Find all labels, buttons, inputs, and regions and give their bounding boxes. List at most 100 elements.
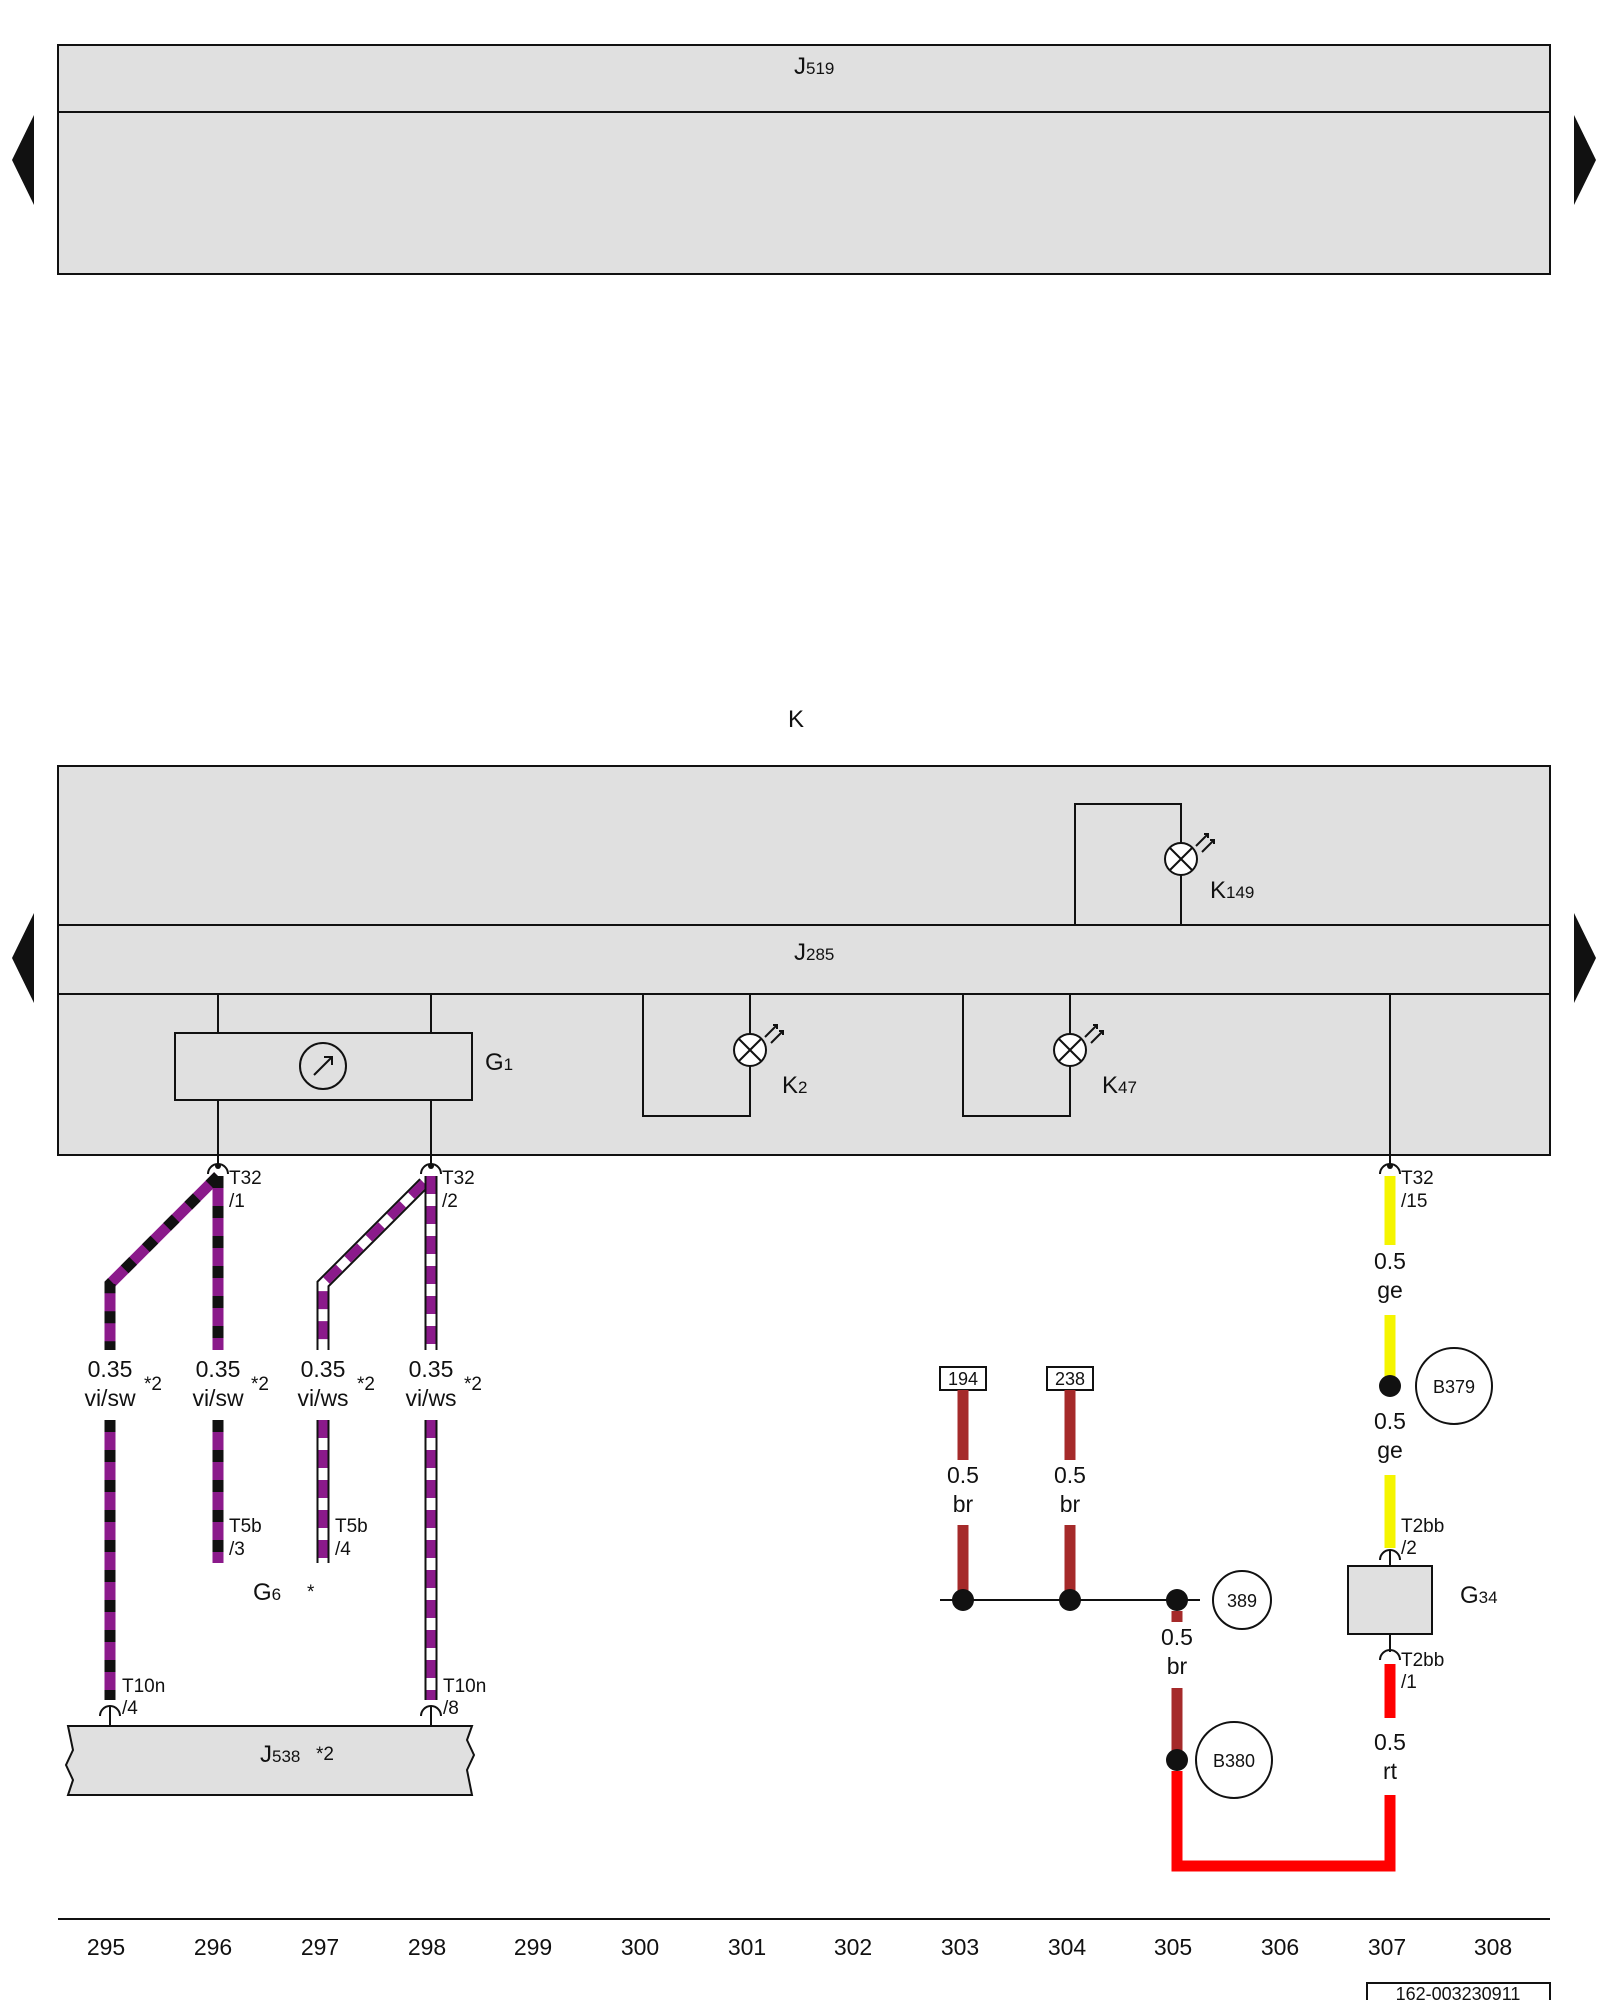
t32-2-name: T32	[442, 1168, 475, 1189]
t10n-8-pin: /8	[443, 1698, 459, 1719]
wire-304-color: br	[1060, 1491, 1081, 1517]
column-number: 297	[301, 1934, 339, 1960]
g34-label: G34	[1460, 1582, 1498, 1609]
wire-303-size: 0.5	[947, 1462, 979, 1488]
column-number: 296	[194, 1934, 232, 1960]
wire-303-color: br	[953, 1491, 974, 1517]
j519-label: J519	[794, 53, 834, 80]
lamp-icon	[733, 1024, 784, 1067]
wire-307c-size: 0.5	[1374, 1729, 1406, 1755]
splice-icon	[1166, 1749, 1188, 1771]
t2bb-2-name: T2bb	[1401, 1516, 1444, 1537]
gauge-icon	[299, 1042, 347, 1090]
splice-icon	[1166, 1589, 1188, 1611]
column-number: 302	[834, 1934, 872, 1960]
t32-15-name: T32	[1401, 1168, 1434, 1189]
wire-307b-color: ge	[1377, 1437, 1403, 1463]
column-number: 304	[1048, 1934, 1087, 1960]
ref-194: 194	[939, 1366, 987, 1391]
column-number: 305	[1154, 1934, 1192, 1960]
t32-1-pin: /1	[229, 1191, 245, 1212]
column-numbers: 295 296 297 298 299 300 301 302 303 304 …	[87, 1934, 1512, 1960]
b379-label: B379	[1433, 1377, 1475, 1397]
j285-label: J285	[794, 939, 834, 966]
t5b-4-pin: /4	[335, 1539, 351, 1560]
arrow-left-icon[interactable]	[12, 115, 34, 205]
splice-icon	[1059, 1589, 1081, 1611]
wire-307-rt: 0.5 rt	[1374, 1664, 1406, 1866]
wire-296-size: 0.35	[196, 1356, 241, 1382]
column-number: 303	[941, 1934, 979, 1960]
wire-307c-color: rt	[1383, 1758, 1398, 1784]
wire-303: 0.5 br	[947, 1390, 979, 1600]
wire-295-color: vi/sw	[84, 1385, 136, 1411]
b380-label: B380	[1213, 1751, 1255, 1771]
wire-297: 0.35 vi/ws *2	[297, 1178, 429, 1563]
wire-295: 0.35 vi/sw *2	[84, 1172, 222, 1700]
k-label: K	[788, 706, 804, 733]
column-number: 301	[728, 1934, 766, 1960]
wire-307b-size: 0.5	[1374, 1408, 1406, 1434]
column-number: 295	[87, 1934, 125, 1960]
arrow-left-icon[interactable]	[12, 913, 34, 1003]
t2bb-1-connector: T2bb /1	[1379, 1634, 1444, 1693]
k149-label: K149	[1210, 877, 1254, 904]
t10n-4-name: T10n	[122, 1676, 165, 1697]
wire-304-size: 0.5	[1054, 1462, 1086, 1488]
wire-298: 0.35 vi/ws *2	[405, 1176, 482, 1700]
wire-307-ge-lower: 0.5 ge	[1374, 1408, 1406, 1548]
splice-icon	[1379, 1375, 1401, 1397]
j538-note: *2	[316, 1744, 334, 1765]
wire-307a-size: 0.5	[1374, 1248, 1406, 1274]
column-number: 307	[1368, 1934, 1406, 1960]
g34-sensor: G34	[1347, 1565, 1498, 1635]
arrow-right-icon[interactable]	[1574, 913, 1596, 1003]
j538-box: J538 *2	[64, 1725, 476, 1796]
ref-238-label: 238	[1055, 1369, 1085, 1389]
wire-297-note: *2	[357, 1374, 375, 1395]
b380-splice: B380	[1195, 1721, 1273, 1799]
wire-305: 0.5 br	[1161, 1611, 1193, 1760]
ref-389: 389	[1212, 1570, 1272, 1630]
column-number: 300	[621, 1934, 659, 1960]
t5b-3-name: T5b	[229, 1516, 262, 1537]
t32-2-connector: T32 /2	[420, 1163, 475, 1212]
k2-label: K2	[782, 1072, 807, 1099]
wire-298-color: vi/ws	[405, 1385, 456, 1411]
connector-pin-icon	[1379, 1649, 1401, 1661]
wire-296-note: *2	[251, 1374, 269, 1395]
wire-307a-color: ge	[1377, 1277, 1403, 1303]
wire-296-color: vi/sw	[192, 1385, 244, 1411]
j538-label: J538	[260, 1741, 300, 1768]
wire-298-note: *2	[464, 1374, 482, 1395]
t32-1-connector: T32 /1	[207, 1163, 262, 1212]
t2bb-2-connector: T2bb /2	[1379, 1516, 1444, 1566]
t32-1-name: T32	[229, 1168, 262, 1189]
wire-305-color: br	[1167, 1653, 1188, 1679]
k2-lamp: K2	[642, 994, 807, 1117]
wire-304: 0.5 br	[1054, 1390, 1086, 1600]
lamp-icon	[1053, 1024, 1104, 1067]
t10n-8-connector: T10n /8	[420, 1676, 486, 1726]
t32-2-pin: /2	[442, 1191, 458, 1212]
column-number: 308	[1474, 1934, 1512, 1960]
wire-295-size: 0.35	[88, 1356, 133, 1382]
wire-297-size: 0.35	[301, 1356, 346, 1382]
splice-icon	[952, 1589, 974, 1611]
arrow-right-icon[interactable]	[1574, 115, 1596, 205]
lamp-icon	[1164, 833, 1215, 876]
t32-15-connector: T32 /15	[1379, 1163, 1434, 1212]
ref-238: 238	[1046, 1366, 1094, 1391]
wire-296: 0.35 vi/sw *2	[192, 1176, 269, 1563]
doc-id-box: 162-003230911	[1366, 1982, 1551, 2000]
t2bb-2-pin: /2	[1401, 1538, 1417, 1559]
g6-note: *	[307, 1582, 315, 1603]
g1-label: G1	[485, 1049, 513, 1076]
t2bb-1-pin: /1	[1401, 1672, 1417, 1693]
wire-295-note: *2	[144, 1374, 162, 1395]
doc-id-label: 162-003230911	[1396, 1984, 1521, 2000]
wire-307-ge-upper: 0.5 ge	[1374, 1176, 1406, 1386]
b379-splice: B379	[1415, 1347, 1493, 1425]
column-number: 299	[514, 1934, 552, 1960]
